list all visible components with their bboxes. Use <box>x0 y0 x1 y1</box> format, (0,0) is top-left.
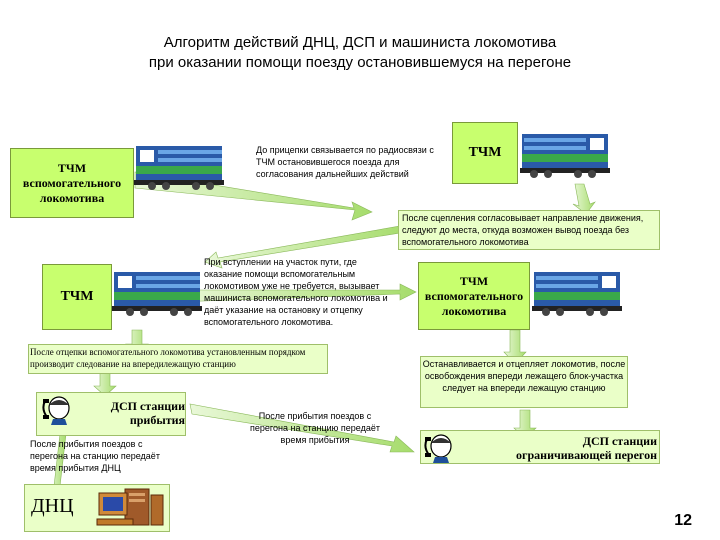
node-tchm-aux-top-label: ТЧМ вспомогательного локомотива <box>11 161 133 206</box>
node-tchm-top-right: ТЧМ <box>452 122 518 184</box>
node-tchm-aux-top: ТЧМ вспомогательного локомотива <box>10 148 134 218</box>
locomotive-icon <box>112 266 204 318</box>
node-tchm-mid-left-label: ТЧМ <box>61 289 94 305</box>
locomotive-icon <box>134 140 226 192</box>
node-dsp-limiting: ДСП станции ограничивающей перегон <box>420 430 660 464</box>
message-after-arrival-center: После прибытия поездов с перегона на ста… <box>240 410 390 446</box>
node-tchm-top-right-label: ТЧМ <box>469 145 502 161</box>
node-tchm-mid-left: ТЧМ <box>42 264 112 330</box>
node-dnc: ДНЦ <box>24 484 170 532</box>
locomotive-icon <box>532 266 624 318</box>
message-on-entering: При вступлении на участок пути, где оказ… <box>204 256 394 328</box>
locomotive-icon <box>520 128 612 180</box>
page-number: 12 <box>674 512 692 530</box>
computer-icon <box>95 487 167 531</box>
node-dnc-label: ДНЦ <box>31 495 74 518</box>
node-tchm-aux-right: ТЧМ вспомогательного локомотива <box>418 262 530 330</box>
message-before-coupling: До прицепки связывается по радиосвязи с … <box>256 144 444 180</box>
person-phone-icon <box>41 395 75 425</box>
node-dsp-limiting-label: ДСП станции ограничивающей перегон <box>501 434 657 462</box>
node-tchm-aux-right-label: ТЧМ вспомогательного локомотива <box>419 274 529 319</box>
person-phone-icon <box>423 433 457 463</box>
message-after-arrival-left: После прибытия поездов с перегона на ста… <box>30 438 180 474</box>
node-dsp-arrival: ДСП станции прибытия <box>36 392 186 436</box>
message-after-uncoupling: После отцепки вспомогательного локомотив… <box>30 346 326 370</box>
node-dsp-arrival-label: ДСП станции прибытия <box>97 399 185 427</box>
message-stops-uncouples: Останавливается и отцепляет локомотив, п… <box>422 358 626 394</box>
message-after-coupling: После сцепления согласовывает направлени… <box>402 212 658 248</box>
